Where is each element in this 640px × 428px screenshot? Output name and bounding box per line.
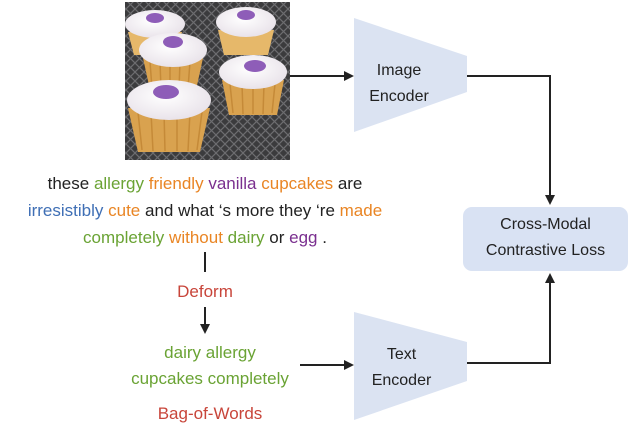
sentence-word: egg: [289, 228, 318, 247]
sentence-word: these: [47, 174, 90, 193]
text-encoder-shape: [354, 312, 467, 420]
image-encoder-line-1: Image: [376, 62, 422, 79]
text-encoder-line-1: Text: [386, 346, 417, 363]
sentence-word: without: [169, 228, 223, 247]
bow-line-1: dairy allergy: [164, 343, 256, 362]
cupcake-front: [127, 80, 211, 152]
sentence-word: made: [339, 201, 383, 220]
bow-line-2: cupcakes completely: [131, 369, 289, 388]
sentence-line-2: irresistibly cute and what ‘s more they …: [0, 197, 410, 224]
deform-label: Deform: [177, 282, 233, 301]
contrastive-loss-box: [463, 207, 628, 271]
image-encoder-line-2: Encoder: [369, 88, 429, 105]
sentence-word: .: [322, 228, 327, 247]
bag-of-words-caption: Bag-of-Words: [157, 404, 263, 423]
sentence-line-3: completely without dairy or egg .: [0, 224, 410, 251]
sentence-line-1: these allergy friendly vanilla cupcakes …: [0, 170, 410, 197]
sentence-word: are: [337, 174, 363, 193]
sentence-word: cupcakes: [261, 174, 334, 193]
arrow-text-encoder-to-loss: [467, 273, 555, 364]
cupcake-middle: [139, 33, 207, 90]
sentence-word: vanilla: [208, 174, 257, 193]
sentence-word: or: [269, 228, 285, 247]
cupcake-back-right: [216, 7, 276, 55]
cupcake-right: [219, 55, 287, 115]
text-encoder-label: Text Encoder: [354, 342, 449, 394]
sentence-word: completely: [83, 228, 165, 247]
cupcake-photo: [125, 2, 290, 160]
caption-sentence: these allergy friendly vanilla cupcakes …: [0, 170, 410, 251]
loss-line-1: Cross-Modal: [500, 216, 591, 233]
sentence-word: dairy: [227, 228, 265, 247]
sentence-word: irresistibly: [27, 201, 104, 220]
sentence-word: friendly: [148, 174, 204, 193]
image-encoder-shape: [354, 18, 467, 132]
text-encoder-line-2: Encoder: [371, 372, 432, 389]
sentence-word: cute: [108, 201, 141, 220]
contrastive-loss-label: Cross-Modal Contrastive Loss: [463, 212, 628, 264]
sentence-word: and what ‘s more they ‘re: [144, 201, 335, 220]
arrow-image-encoder-to-loss: [467, 75, 555, 205]
bag-of-words-text: dairy allergy cupcakes completely: [100, 340, 320, 392]
image-encoder-label: Image Encoder: [354, 58, 444, 110]
loss-line-2: Contrastive Loss: [485, 242, 606, 259]
sentence-word: allergy: [93, 174, 145, 193]
